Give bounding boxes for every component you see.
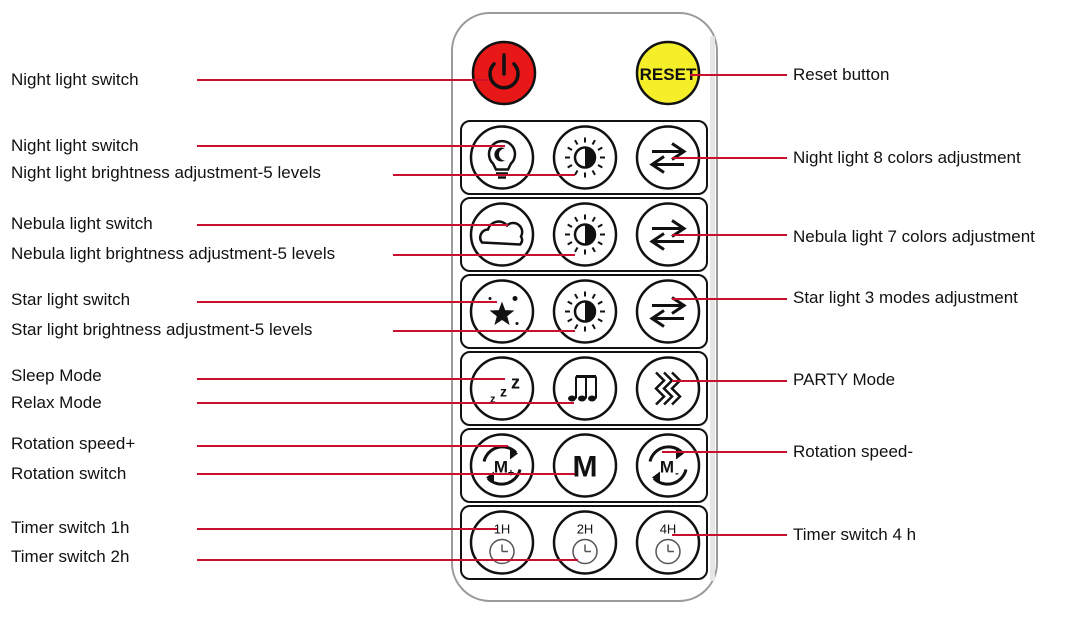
label-night-light-brightness: Night light brightness adjustment-5 leve… (11, 163, 321, 182)
label-rotation-switch: Rotation switch (11, 464, 127, 483)
svg-text:M: M (660, 458, 674, 477)
timer-1h-button[interactable]: 1H (469, 510, 535, 575)
brightness-icon (565, 291, 605, 332)
timer-1h-icon: 1H (489, 522, 515, 565)
brightness-icon (565, 214, 605, 255)
label-night-light-switch-power: Night light switch (11, 70, 139, 89)
svg-text:z: z (490, 394, 496, 406)
svg-text:z: z (511, 373, 520, 393)
label-timer-4h: Timer switch 4 h (793, 525, 917, 544)
rotate-minus-button[interactable]: M- (635, 433, 701, 498)
label-relax-mode: Relax Mode (11, 393, 102, 412)
arrows-swap-icon (649, 142, 687, 174)
music-notes-button[interactable] (552, 356, 618, 421)
timer-label: 2H (577, 522, 594, 537)
brightness-button[interactable] (552, 202, 618, 267)
reset-button-label: RESET (640, 65, 697, 84)
label-nebula-light-brightness: Nebula light brightness adjustment-5 lev… (11, 244, 336, 263)
label-rotation-speed-minus: Rotation speed- (793, 442, 914, 461)
party-waves-icon (654, 371, 682, 406)
label-timer-1h: Timer switch 1h (11, 518, 130, 537)
timer-2h-icon: 2H (572, 522, 598, 565)
svg-text:-: - (675, 468, 679, 480)
label-star-light-modes: Star light 3 modes adjustment (793, 288, 1018, 307)
svg-text:M: M (494, 458, 508, 477)
brightness-button[interactable] (552, 125, 618, 190)
label-nebula-light-colors: Nebula light 7 colors adjustment (793, 227, 1035, 246)
cloud-button[interactable] (469, 202, 535, 267)
label-nebula-light-switch: Nebula light switch (11, 214, 153, 233)
bulb-moon-icon (487, 139, 517, 179)
label-reset-button: Reset button (793, 65, 890, 84)
shooting-star-icon (488, 296, 519, 325)
m-icon: M (573, 451, 598, 484)
arrows-swap-button[interactable] (635, 279, 701, 344)
bulb-moon-button[interactable] (469, 125, 535, 190)
label-night-light-switch: Night light switch (11, 136, 139, 155)
timer-4h-icon: 4H (655, 522, 681, 565)
arrows-swap-icon (649, 219, 687, 251)
timer-label: 1H (494, 522, 511, 537)
rotate-plus-button[interactable]: M+ (469, 433, 535, 498)
power-button[interactable] (471, 40, 537, 106)
timer-4h-button[interactable]: 4H (635, 510, 701, 575)
reset-button[interactable]: RESET (635, 40, 701, 106)
label-party-mode: PARTY Mode (793, 370, 896, 389)
m-button[interactable]: M (552, 433, 618, 498)
party-waves-button[interactable] (635, 356, 701, 421)
svg-text:z: z (500, 384, 507, 400)
brightness-icon (565, 137, 605, 178)
timer-label: 4H (660, 522, 677, 537)
music-notes-icon (568, 375, 597, 402)
label-sleep-mode: Sleep Mode (11, 366, 102, 385)
rotate-minus-icon: M- (648, 445, 688, 486)
brightness-button[interactable] (552, 279, 618, 344)
label-night-light-colors: Night light 8 colors adjustment (793, 148, 1021, 167)
label-timer-2h: Timer switch 2h (11, 547, 130, 566)
remote-edge-highlight (710, 36, 715, 581)
arrows-swap-button[interactable] (635, 125, 701, 190)
label-star-light-brightness: Star light brightness adjustment-5 level… (11, 320, 313, 339)
timer-2h-button[interactable]: 2H (552, 510, 618, 575)
label-star-light-switch: Star light switch (11, 290, 131, 309)
label-rotation-speed-plus: Rotation speed+ (11, 434, 136, 453)
shooting-star-button[interactable] (469, 279, 535, 344)
arrows-swap-icon (649, 296, 687, 328)
m-label: M (573, 451, 598, 484)
